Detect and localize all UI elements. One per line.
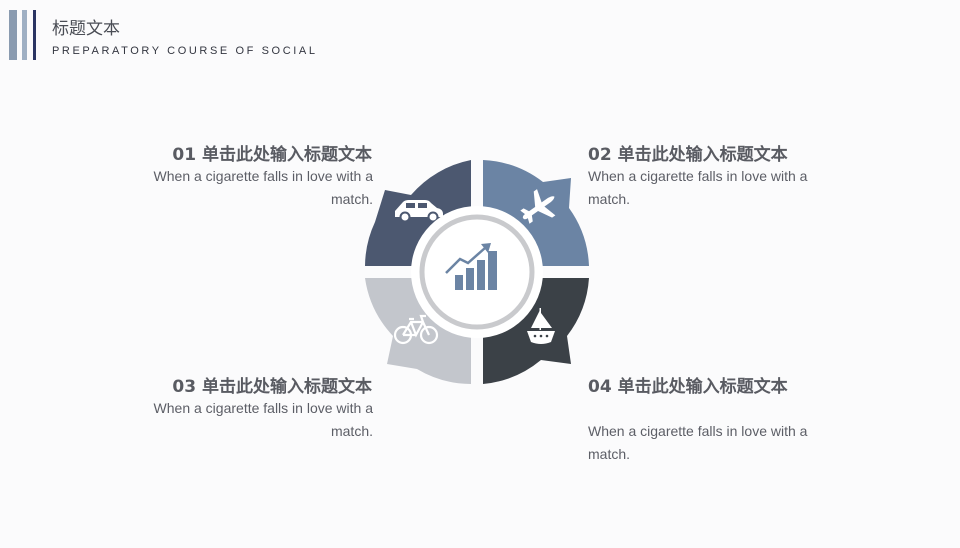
item-3-desc: When a cigarette falls in love with a ma… [153,400,373,439]
accent-bar [22,10,27,60]
airplane-icon [520,189,556,224]
page-subtitle: PREPARATORY COURSE OF SOCIAL [52,45,318,57]
item-2-desc: When a cigarette falls in love with a ma… [588,168,808,207]
car-icon [395,200,443,223]
accent-bar [9,10,17,60]
item-1-title: 01 单击此处输入标题文本 [172,145,372,165]
item-4-title: 04 单击此处输入标题文本 [588,377,788,397]
item-3-title: 03 单击此处输入标题文本 [172,377,372,397]
accent-bar [33,10,36,60]
page-title: 标题文本 [52,19,120,39]
item-4-desc: When a cigarette falls in love with a ma… [588,423,808,462]
growth-chart-icon [445,243,497,290]
item-1-desc: When a cigarette falls in love with a ma… [153,168,373,207]
sailboat-icon [527,308,555,344]
cycle-diagram [365,160,589,384]
bicycle-icon [393,314,439,345]
item-2-title: 02 单击此处输入标题文本 [588,145,788,165]
